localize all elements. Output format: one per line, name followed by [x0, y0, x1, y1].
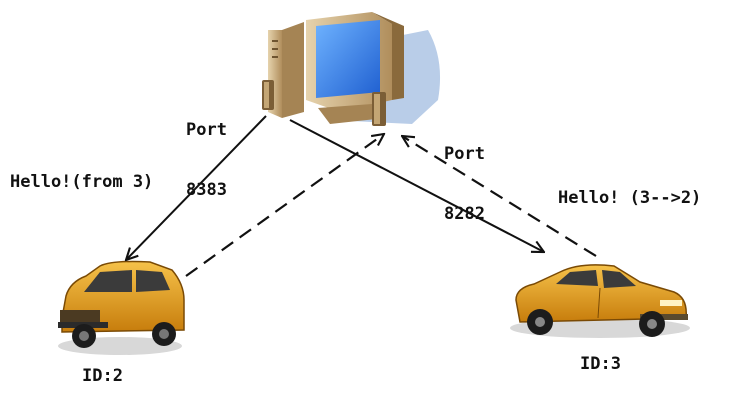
solid-arrow-server-to-car2 [126, 115, 267, 260]
dashed-arrow-car3-to-server [402, 136, 597, 257]
message-hello-3-to-2: Hello! (3-->2) [558, 188, 702, 208]
monitor-screen [316, 20, 380, 98]
dashed-arrow-car2-to-server [185, 134, 384, 277]
port-8383-label: Port 8383 [186, 80, 227, 240]
port-8383-word: Port [186, 120, 227, 140]
port-8282-label: Port 8282 [444, 104, 485, 264]
car-id2-minivan-icon [58, 260, 185, 355]
port-8282-number: 8282 [444, 204, 485, 224]
message-hello-from-3: Hello!(from 3) [10, 172, 154, 192]
node-id3-label: ID:3 [580, 354, 621, 374]
port-8282-word: Port [444, 144, 485, 164]
car-id3-sedan-icon [510, 264, 690, 338]
port-8383-number: 8383 [186, 180, 227, 200]
solid-arrow-server-to-car3 [289, 119, 544, 252]
server-computer-icon [262, 12, 441, 126]
node-id2-label: ID:2 [82, 366, 123, 386]
